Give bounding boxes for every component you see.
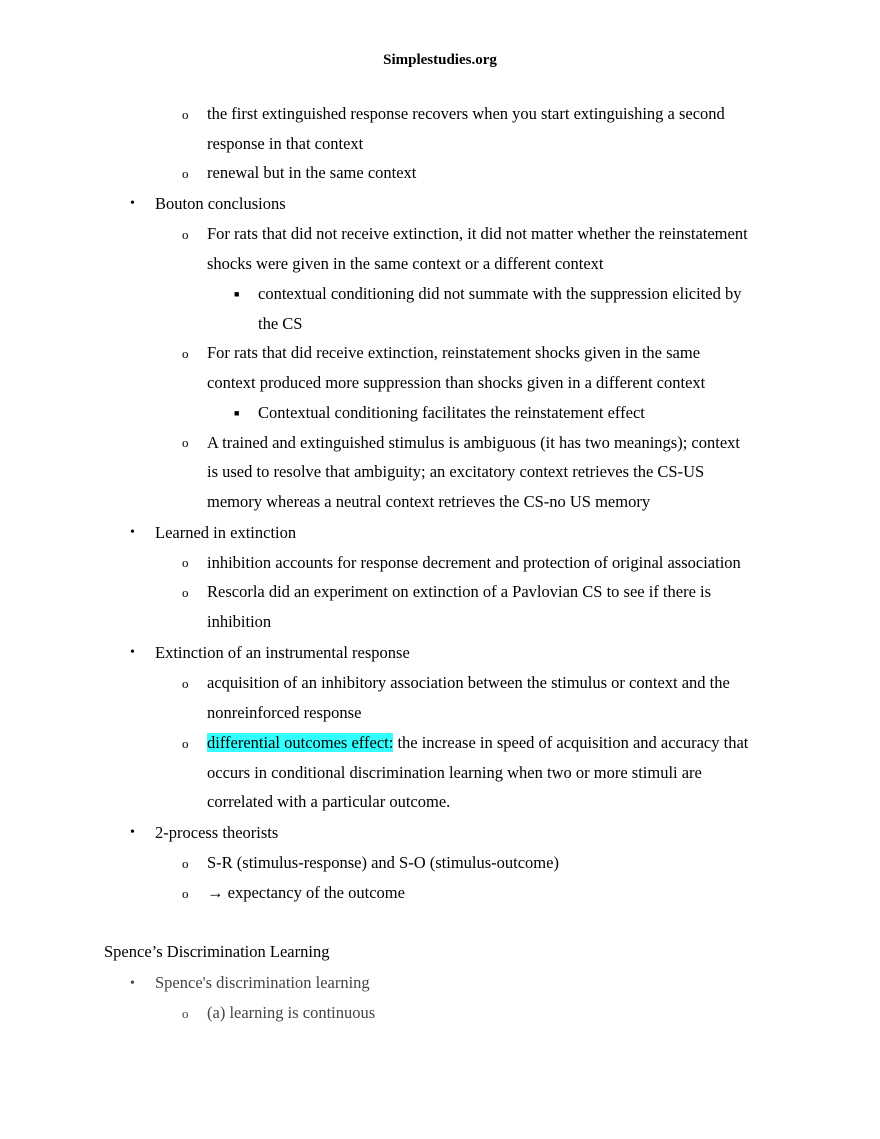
text-line: differential outcomes effect: the increa… <box>207 733 748 753</box>
text-line: the first extinguished response recovers… <box>207 104 725 123</box>
text-line: For rats that did receive extinction, re… <box>207 343 701 362</box>
bullet-circle: o <box>182 435 189 450</box>
text-span: the increase in speed of acquisition and… <box>393 733 749 752</box>
text-line: → expectancy of the outcome <box>207 883 405 903</box>
highlighted-term: differential outcomes effect: <box>207 733 394 752</box>
arrow-icon: → <box>207 883 224 902</box>
text-line: memory whereas a neutral context retriev… <box>207 492 651 511</box>
bullet-square: ■ <box>234 408 240 418</box>
bullet-circle: o <box>182 585 189 600</box>
bullet-dot: • <box>130 976 135 991</box>
bullet-circle: o <box>182 856 189 871</box>
bullet-dot: • <box>130 825 135 840</box>
text-line: shocks were given in the same context or… <box>207 254 604 273</box>
text-line: the CS <box>258 314 303 333</box>
bullet-circle: o <box>182 107 189 122</box>
text-line: context produced more suppression than s… <box>207 373 706 392</box>
text-line: Rescorla did an experiment on extinction… <box>207 582 712 601</box>
bullet-dot: • <box>130 196 135 211</box>
text-line: Bouton conclusions <box>155 194 286 213</box>
text-line: renewal but in the same context <box>207 163 417 182</box>
bullet-circle: o <box>182 886 189 901</box>
page-header: Simplestudies.org <box>383 52 497 68</box>
text-line: S-R (stimulus-response) and S-O (stimulu… <box>207 853 559 872</box>
text-line: For rats that did not receive extinction… <box>207 224 748 243</box>
bullet-square: ■ <box>234 289 240 299</box>
text-line: A trained and extinguished stimulus is a… <box>207 433 740 452</box>
text-line: correlated with a particular outcome. <box>207 792 451 811</box>
bullet-dot: • <box>130 525 135 540</box>
text-line: Contextual conditioning facilitates the … <box>258 403 645 422</box>
text-line: contextual conditioning did not summate … <box>258 284 742 303</box>
text-span: expectancy of the outcome <box>223 883 405 902</box>
bullet-circle: o <box>182 227 189 242</box>
section-heading: Spence’s Discrimination Learning <box>104 942 330 961</box>
text-line: Learned in extinction <box>155 523 297 542</box>
text-line: response in that context <box>207 134 364 153</box>
bullet-circle: o <box>182 555 189 570</box>
bullet-circle: o <box>182 346 189 361</box>
text-line: Spence's discrimination learning <box>155 973 370 992</box>
text-line: Extinction of an instrumental response <box>155 643 410 662</box>
text-line: nonreinforced response <box>207 703 362 722</box>
text-line: is used to resolve that ambiguity; an ex… <box>207 462 705 481</box>
text-line: acquisition of an inhibitory association… <box>207 673 730 692</box>
text-line: (a) learning is continuous <box>207 1003 376 1022</box>
text-line: 2-process theorists <box>155 823 279 842</box>
bullet-circle: o <box>182 166 189 181</box>
bullet-circle: o <box>182 736 189 751</box>
bullet-dot: • <box>130 645 135 660</box>
bullet-circle: o <box>182 1006 189 1021</box>
text-line: inhibition <box>207 612 272 631</box>
bullet-circle: o <box>182 676 189 691</box>
text-line: inhibition accounts for response decreme… <box>207 553 741 572</box>
text-line: occurs in conditional discrimination lea… <box>207 763 702 782</box>
